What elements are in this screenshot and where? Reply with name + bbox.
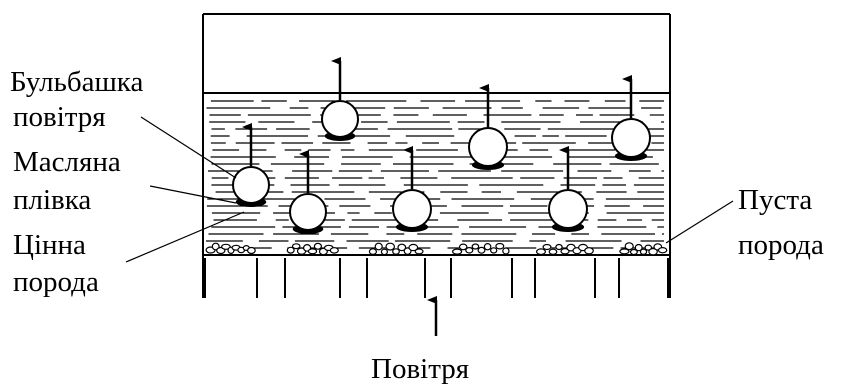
pointer-oil-film (149, 185, 237, 204)
bubble-with-arrow (289, 150, 327, 234)
pointer-air-bubble (140, 116, 237, 179)
bubble-with-arrow (548, 146, 588, 232)
label-pointers (125, 116, 734, 263)
pedestal (618, 258, 669, 298)
label-air: Повітря (371, 353, 470, 385)
pointer-valuable-rock (125, 211, 245, 263)
porous-pedestals (204, 258, 669, 298)
bubble-with-arrow (468, 84, 508, 170)
pedestal (204, 258, 258, 298)
rock-pile (368, 242, 424, 256)
rock-pile (205, 242, 256, 255)
pedestal (284, 258, 341, 298)
rock-pile (286, 242, 339, 256)
pedestal (450, 258, 513, 298)
label-valuable-rock-1: Цінна (13, 229, 86, 261)
label-oil-film-1: Масляна (13, 146, 121, 178)
bubble-with-arrow (321, 57, 359, 141)
pedestal (366, 258, 426, 298)
label-waste-rock-2: порода (738, 229, 824, 261)
label-oil-film-2: плівка (13, 184, 92, 216)
bubble-with-arrow (611, 75, 651, 161)
label-air-bubble-1: Бульбашка (10, 66, 144, 98)
label-air-bubble-2: повітря (13, 101, 106, 133)
pointer-waste-rock (665, 200, 734, 244)
rock-pile (619, 242, 668, 256)
bubble-with-arrow (392, 146, 432, 232)
label-waste-rock-1: Пуста (738, 184, 813, 216)
liquid-hatching (206, 100, 664, 249)
waste-rock-piles (205, 242, 668, 256)
rock-pile (535, 243, 594, 256)
tank-outline (202, 13, 671, 255)
tank-bottom (202, 254, 671, 298)
rock-pile (452, 242, 510, 255)
label-valuable-rock-2: порода (13, 266, 99, 298)
air-bubbles (232, 57, 651, 234)
pedestal (534, 258, 596, 298)
bubble-with-arrow (232, 123, 270, 207)
